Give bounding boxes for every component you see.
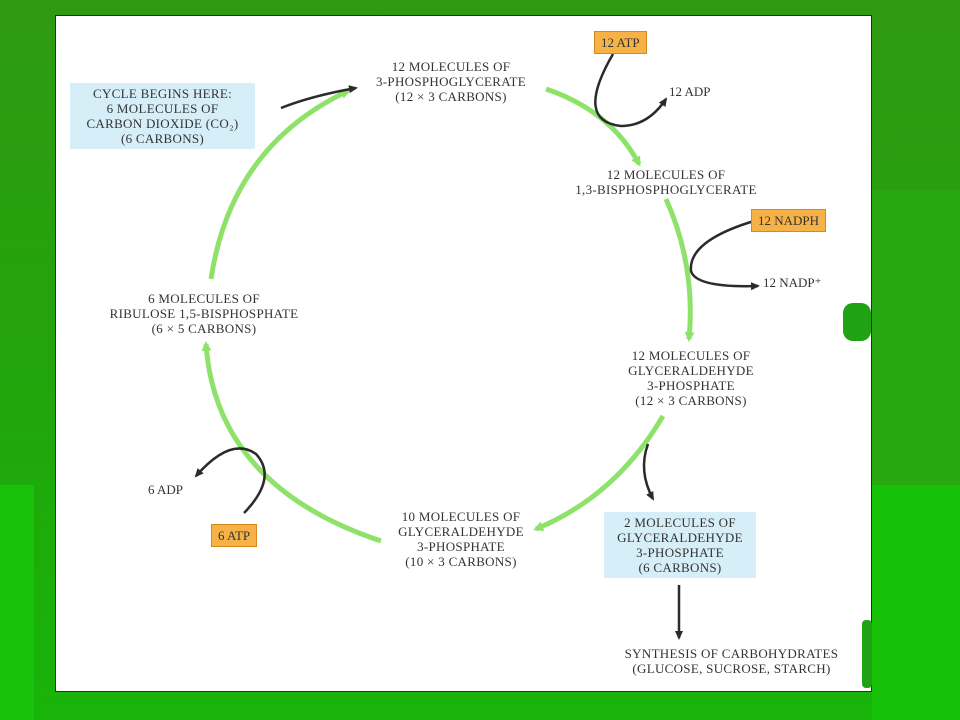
start-box-line: CARBON DIOXIDE (CO₂): [86, 116, 239, 131]
atp6-badge: 6 ATP: [211, 524, 258, 547]
nadph12-to-nadp12-arrow: [689, 219, 760, 291]
node-line: 3-PHOSPHATE: [636, 545, 724, 560]
node-line: (12 × 3 CARBONS): [635, 393, 747, 408]
atp12-badge: 12 ATP: [594, 31, 647, 54]
start-box-line: (6 CARBONS): [120, 131, 205, 146]
node-2-glyceraldehyde-3-phosphate: 2 MOLECULES OF GLYCERALDEHYDE 3-PHOSPHAT…: [604, 512, 756, 578]
node-line: 12 MOLECULES OF: [391, 59, 511, 74]
node-line: 2 MOLECULES OF: [624, 515, 736, 530]
node-line: (12 × 3 CARBONS): [395, 89, 507, 104]
node-line: 12 MOLECULES OF: [606, 167, 726, 182]
adp6-label: 6 ADP: [148, 482, 184, 497]
node-line: RIBULOSE 1,5-BISPHOSPHATE: [109, 306, 299, 321]
background-block-left: [0, 485, 34, 720]
cycle-arrow-bpg-to-g3p: [663, 197, 695, 342]
node-line: 10 MOLECULES OF: [401, 509, 521, 524]
node-line: (6 × 5 CARBONS): [151, 321, 257, 336]
node-line: 3-PHOSPHOGLYCERATE: [376, 74, 526, 89]
node-1-3-bisphosphoglycerate: 12 MOLECULES OF 1,3-BISPHOSPHOGLYCERATE: [566, 167, 766, 197]
node-ribulose-1-5-bisphosphate: 6 MOLECULES OF RIBULOSE 1,5-BISPHOSPHATE…: [104, 291, 304, 336]
node-line: (6 CARBONS): [638, 560, 722, 575]
background-block-right: [872, 485, 960, 720]
node-line: GLYCERALDEHYDE: [617, 530, 743, 545]
decorative-paint-mark: [843, 303, 871, 341]
node-carbohydrate-synthesis: SYNTHESIS OF CARBOHYDRATES (GLUCOSE, SUC…: [604, 646, 859, 676]
node-line: 3-PHOSPHATE: [647, 378, 735, 393]
node-line: (10 × 3 CARBONS): [405, 554, 517, 569]
node-line: GLYCERALDEHYDE: [628, 363, 754, 378]
cycle-arrow-rubp-to-3pg: [208, 88, 351, 280]
adp12-label: 12 ADP: [669, 84, 711, 99]
cycle-diagram: [194, 53, 760, 640]
start-box-line: 6 MOLECULES OF: [106, 101, 219, 116]
atp12-to-adp12-arrow: [594, 53, 668, 128]
node-12-glyceraldehyde-3-phosphate: 12 MOLECULES OF GLYCERALDEHYDE 3-PHOSPHA…: [611, 348, 771, 408]
node-3-phosphoglycerate: 12 MOLECULES OF 3-PHOSPHOGLYCERATE (12 ×…: [361, 59, 541, 104]
atp6-to-adp6-arrow: [194, 447, 266, 514]
node-line: 3-PHOSPHATE: [417, 539, 505, 554]
diagram-panel: CYCLE BEGINS HERE: 6 MOLECULES OF CARBON…: [55, 15, 872, 692]
cycle-arrow-10g3p-to-rubp: [201, 341, 382, 544]
decorative-paint-mark: [862, 620, 872, 688]
cycle-start-box: CYCLE BEGINS HERE: 6 MOLECULES OF CARBON…: [70, 83, 255, 149]
start-box-line: CYCLE BEGINS HERE:: [92, 86, 232, 101]
nadp12-label: 12 NADP⁺: [763, 275, 822, 290]
node-line: 1,3-BISPHOSPHOGLYCERATE: [575, 182, 757, 197]
node-line: 6 MOLECULES OF: [148, 291, 260, 306]
g3p-output-arrow: [642, 443, 655, 501]
cycle-arrow-g3p-to-10g3p: [533, 414, 666, 532]
node-line: SYNTHESIS OF CARBOHYDRATES: [624, 646, 839, 661]
node-line: (GLUCOSE, SUCROSE, STARCH): [632, 661, 831, 676]
background-block-right-mid: [872, 190, 960, 485]
node-line: GLYCERALDEHYDE: [398, 524, 524, 539]
node-line: 12 MOLECULES OF: [631, 348, 751, 363]
co2-entry-arrow: [280, 85, 358, 110]
nadph12-badge: 12 NADPH: [751, 209, 827, 232]
node-10-glyceraldehyde-3-phosphate: 10 MOLECULES OF GLYCERALDEHYDE 3-PHOSPHA…: [381, 509, 541, 569]
